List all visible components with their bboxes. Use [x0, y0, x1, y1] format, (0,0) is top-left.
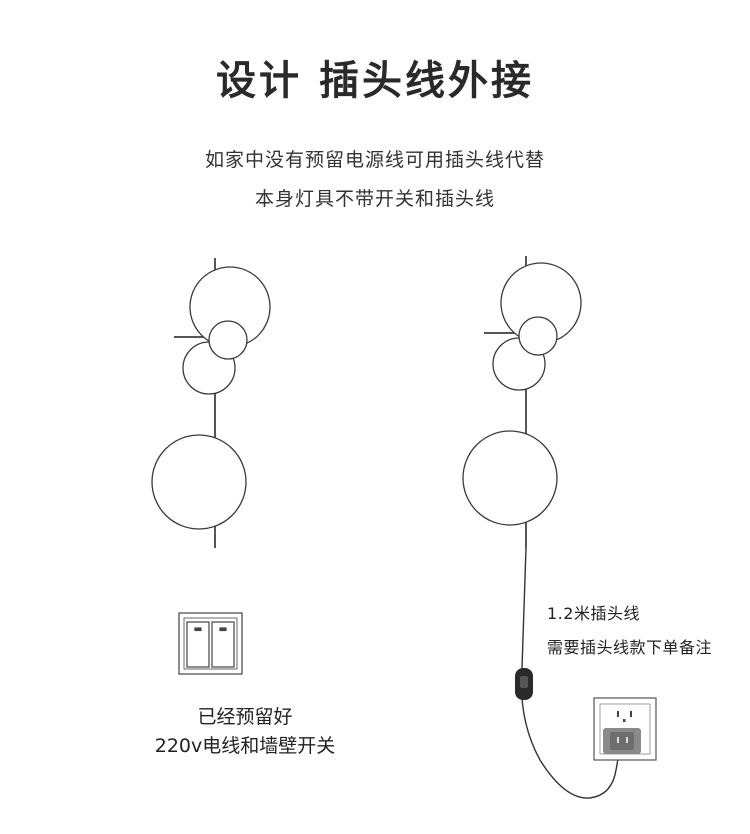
wall-lamp-icon — [151, 258, 271, 548]
wall-switch-icon — [178, 612, 243, 675]
wall-socket-icon — [593, 697, 657, 761]
cable-length-label: 1.2米插头线 — [547, 604, 640, 623]
wall-lamp-icon — [462, 256, 582, 548]
left-caption-line-2: 220v电线和墙壁开关 — [154, 735, 336, 757]
power-cord — [520, 547, 621, 799]
page-title: 设计 插头线外接 — [216, 58, 534, 104]
subtitle-line-1: 如家中没有预留电源线可用插头线代替 — [204, 149, 545, 171]
subtitle-line-2: 本身灯具不带开关和插头线 — [254, 188, 495, 210]
plug-switch-icon — [515, 668, 533, 700]
order-note: 需要插头线款下单备注 — [547, 638, 713, 657]
left-caption-line-1: 已经预留好 — [197, 706, 293, 728]
